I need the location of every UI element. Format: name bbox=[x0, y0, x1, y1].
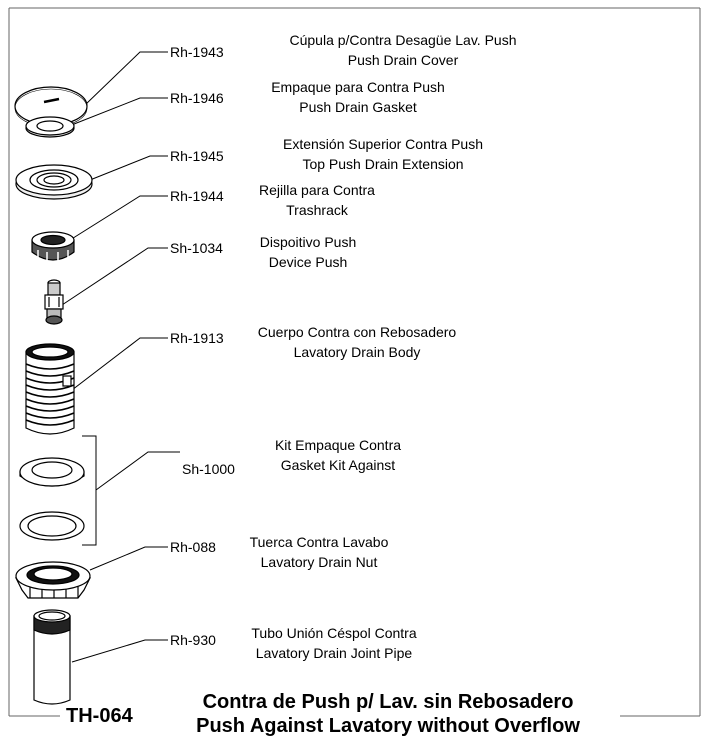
model-number: TH-064 bbox=[66, 705, 133, 727]
description-en: Lavatory Drain Body bbox=[293, 344, 421, 360]
title-en: Push Against Lavatory without Overflow bbox=[196, 715, 580, 737]
part-description: Empaque para Contra Push Push Drain Gask… bbox=[238, 77, 478, 117]
gasket-kit-drawing bbox=[19, 457, 85, 541]
description-en: Gasket Kit Against bbox=[280, 457, 396, 473]
leader-rh-1943 bbox=[84, 51, 168, 106]
description-es: Extensión Superior Contra Push bbox=[283, 136, 483, 152]
part-code: Rh-1944 bbox=[170, 188, 224, 204]
leader-rh-1913 bbox=[71, 337, 168, 391]
leader-sh-1034 bbox=[61, 247, 168, 306]
lavatory-drain-body-drawing bbox=[25, 343, 75, 435]
leader-sh-1000 bbox=[95, 451, 180, 491]
part-description: Kit Empaque Contra Gasket Kit Against bbox=[258, 435, 418, 475]
part-description: Rejilla para Contra Trashrack bbox=[246, 180, 388, 220]
title-es: Contra de Push p/ Lav. sin Rebosadero bbox=[202, 691, 574, 713]
leader-rh-088 bbox=[89, 546, 168, 571]
description-en: Lavatory Drain Joint Pipe bbox=[255, 645, 413, 661]
description-es: Empaque para Contra Push bbox=[271, 79, 445, 95]
part-code: Rh-930 bbox=[170, 632, 216, 648]
description-es: Cúpula p/Contra Desagüe Lav. Push bbox=[289, 32, 517, 48]
top-push-drain-extension-drawing bbox=[15, 164, 93, 200]
part-description: Tubo Unión Céspol Contra Lavatory Drain … bbox=[234, 623, 434, 663]
part-description: Cúpula p/Contra Desagüe Lav. Push Push D… bbox=[238, 30, 568, 70]
description-en: Device Push bbox=[268, 254, 348, 270]
leader-rh-1945 bbox=[89, 155, 168, 181]
push-device-drawing bbox=[44, 279, 64, 325]
description-es: Tubo Unión Céspol Contra bbox=[251, 625, 417, 641]
part-code: Rh-1943 bbox=[170, 44, 224, 60]
description-es: Cuerpo Contra con Rebosadero bbox=[257, 324, 457, 340]
push-drain-gasket-drawing bbox=[25, 116, 75, 138]
leader-lines bbox=[61, 51, 180, 663]
part-code: Rh-1913 bbox=[170, 330, 224, 346]
description-es: Tuerca Contra Lavabo bbox=[249, 534, 389, 550]
part-description: Tuerca Contra Lavabo Lavatory Drain Nut bbox=[234, 532, 404, 572]
lavatory-drain-nut-drawing bbox=[15, 561, 91, 599]
leader-rh-1944 bbox=[69, 195, 168, 241]
leader-rh-1946 bbox=[68, 97, 168, 127]
description-es: Rejilla para Contra bbox=[259, 182, 375, 198]
part-code: Rh-088 bbox=[170, 539, 216, 555]
trashrack-drawing bbox=[31, 231, 75, 261]
drain-joint-pipe-drawing bbox=[33, 609, 71, 705]
description-es: Dispoitivo Push bbox=[259, 234, 357, 250]
diagram-frame bbox=[8, 7, 701, 717]
part-description: Cuerpo Contra con Rebosadero Lavatory Dr… bbox=[242, 322, 472, 362]
description-en: Trashrack bbox=[286, 202, 348, 218]
part-code: Rh-1945 bbox=[170, 148, 224, 164]
push-drain-cover-drawing bbox=[14, 86, 88, 128]
part-code: Rh-1946 bbox=[170, 90, 224, 106]
diagram-title: Contra de Push p/ Lav. sin Rebosadero Pu… bbox=[160, 690, 616, 738]
part-code: Sh-1034 bbox=[170, 240, 223, 256]
part-description: Extensión Superior Contra Push Top Push … bbox=[238, 134, 528, 174]
leader-rh-930 bbox=[71, 639, 168, 663]
part-code: Sh-1000 bbox=[182, 461, 235, 477]
description-es: Kit Empaque Contra bbox=[274, 437, 402, 453]
description-en: Push Drain Cover bbox=[347, 52, 459, 68]
part-description: Dispoitivo Push Device Push bbox=[248, 232, 368, 272]
description-en: Top Push Drain Extension bbox=[302, 156, 464, 172]
bracket-sh-1000 bbox=[82, 435, 97, 546]
description-en: Push Drain Gasket bbox=[299, 99, 417, 115]
description-en: Lavatory Drain Nut bbox=[260, 554, 378, 570]
